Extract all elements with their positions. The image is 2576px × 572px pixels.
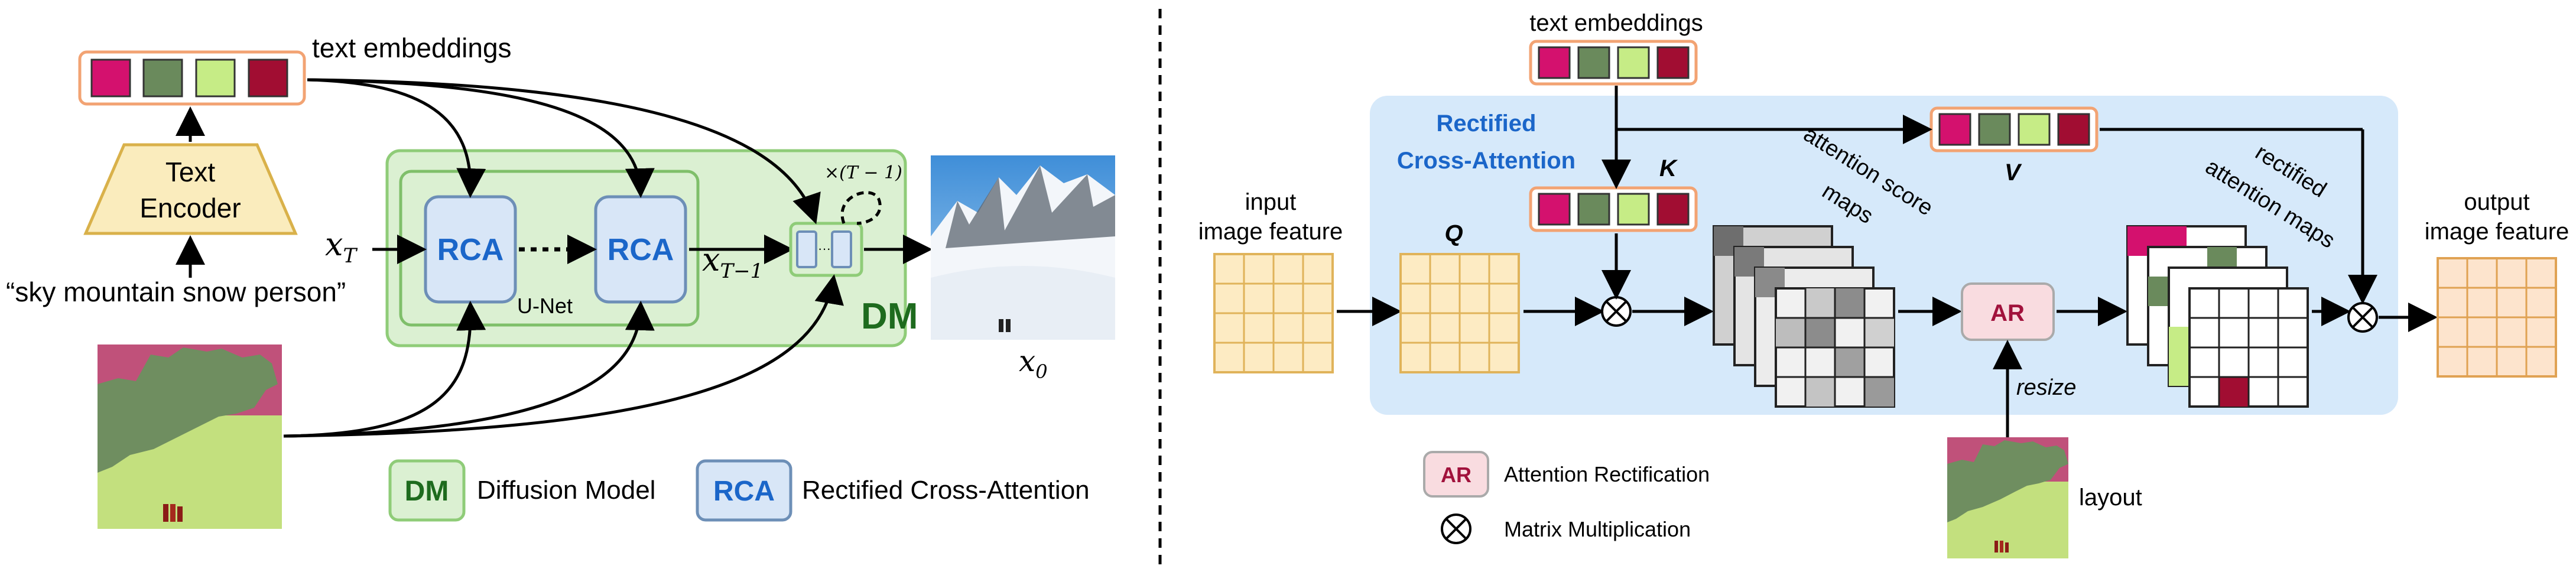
legend-matmul-text: Matrix Multiplication	[1504, 517, 1691, 541]
text-embeddings-strip	[78, 50, 306, 106]
legend-dm-text: Diffusion Model	[477, 476, 655, 505]
rca-block-label: RCA	[437, 233, 504, 267]
legend-dm-badge: DM	[405, 476, 449, 507]
rca-title-1: Rectified	[1437, 110, 1536, 136]
layout-segmentation-image-small	[1947, 437, 2068, 558]
text-encoder-block	[83, 143, 298, 235]
embedding-token	[248, 58, 288, 98]
attention-score-maps	[1713, 225, 1895, 408]
repeat-label: ×(T − 1)	[824, 162, 902, 183]
legend-ar: AR Attention Rectification	[1423, 451, 1710, 498]
rca-title-2: Cross-Attention	[1397, 148, 1576, 174]
x0-symbol: x0	[1019, 344, 1048, 383]
output-label-2: image feature	[2425, 219, 2569, 245]
embedding-token	[90, 58, 131, 98]
rca-block-label: RCA	[608, 233, 674, 267]
value-embeddings-strip	[1929, 106, 2099, 152]
layout-segmentation-image	[98, 344, 282, 529]
text-embeddings-strip-right	[1529, 40, 1698, 86]
embedding-token	[142, 58, 183, 98]
input-label-1: input	[1245, 189, 1297, 215]
output-label-1: output	[2464, 189, 2529, 215]
Q-label: Q	[1444, 220, 1463, 246]
legend-matmul: Matrix Multiplication	[1441, 514, 1691, 544]
V-label: V	[2005, 160, 2022, 186]
unet-label: U-Net	[517, 294, 573, 318]
svg-text:···: ···	[818, 241, 831, 256]
embedding-token	[195, 58, 236, 98]
prompt-text: “sky mountain snow person”	[6, 277, 346, 307]
legend-ar-badge: AR	[1441, 463, 1471, 487]
legend-dm: DM Diffusion Model	[388, 459, 655, 522]
input-feature-grid	[1213, 253, 1334, 373]
legend-rca-badge: RCA	[713, 476, 775, 507]
text-embeddings-label-right: text embeddings	[1529, 10, 1703, 36]
dm-label: DM	[861, 296, 918, 337]
circle-times-icon	[1601, 296, 1632, 327]
rectified-attention-maps	[2126, 225, 2309, 408]
legend-rca: RCA Rectified Cross-Attention	[696, 459, 1090, 522]
text-encoder-label-1: Text	[165, 157, 216, 187]
input-label-2: image feature	[1198, 219, 1343, 245]
text-encoder-label-2: Encoder	[139, 193, 241, 223]
resize-label: resize	[2016, 375, 2076, 400]
query-feature-grid	[1399, 253, 1520, 373]
legend-rca-text: Rectified Cross-Attention	[802, 476, 1090, 505]
output-feature-grid	[2437, 257, 2557, 378]
x-T-symbol: xT	[325, 226, 358, 268]
left-panel: text embeddings Text Encoder “sky mounta…	[6, 32, 1115, 529]
ar-label: AR	[1990, 300, 2025, 326]
legend-ar-text: Attention Rectification	[1504, 462, 1710, 486]
K-label: K	[1659, 155, 1678, 181]
mountain-photo-image	[931, 155, 1115, 340]
text-embeddings-label: text embeddings	[312, 32, 512, 63]
x-T-minus-1-symbol: xT−1	[702, 241, 763, 283]
key-embeddings-strip	[1529, 186, 1698, 232]
circle-times-icon	[2347, 302, 2378, 333]
circle-times-icon	[1441, 514, 1471, 544]
right-panel: Rectified Cross-Attention text embedding…	[1198, 10, 2569, 558]
layout-label: layout	[2079, 485, 2142, 511]
